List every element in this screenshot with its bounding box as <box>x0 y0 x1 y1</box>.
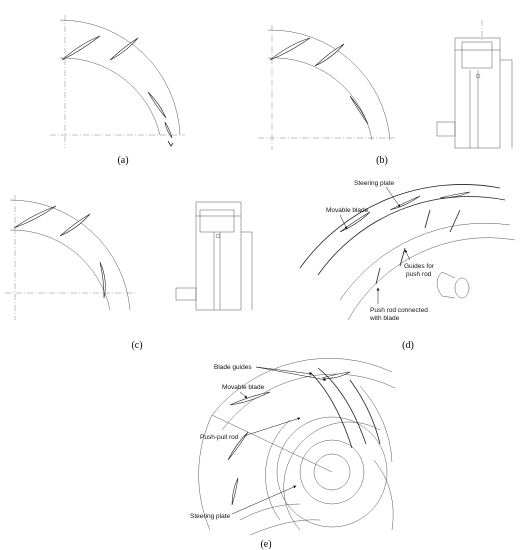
leader-movable-blade <box>239 391 248 399</box>
side-section <box>175 201 253 311</box>
guide-slot <box>239 503 301 521</box>
panel-e: Blade guides Movable blade Push-pull rod… <box>190 358 396 550</box>
label-push-rod: Push rod connected with blade <box>369 307 430 322</box>
ring-edge <box>347 237 516 321</box>
label-movable-blade: Movable blade <box>326 207 369 214</box>
label-push-pull-rod: Push-pull rod <box>200 434 239 441</box>
pointer-mark <box>167 140 174 147</box>
leader-blade-guides-2 <box>255 366 327 382</box>
guide-rod <box>375 267 381 285</box>
movable-blade <box>229 391 271 406</box>
leader-blade-guides <box>255 366 313 376</box>
movable-blade <box>109 37 139 61</box>
movable-blade <box>269 37 311 61</box>
casing-arc <box>198 414 213 531</box>
leader-steering-plate <box>385 186 401 208</box>
guide-cylinder-icon <box>436 271 470 299</box>
hub-outer <box>276 416 388 528</box>
guide-slot <box>249 519 321 536</box>
panel-label-e: (e) <box>260 539 271 550</box>
movable-blade <box>61 35 101 61</box>
leader-movable-blade <box>339 214 348 230</box>
movable-blade <box>231 477 239 506</box>
panel-label-a: (a) <box>117 155 128 166</box>
guide-rod <box>399 247 406 267</box>
inner-arc <box>59 57 161 136</box>
inner-arc <box>9 229 111 311</box>
hub-arc <box>265 419 291 521</box>
panel-a: (a) <box>50 15 185 166</box>
movable-blade <box>349 95 369 125</box>
guide-rod <box>449 209 461 233</box>
casing-arc <box>211 358 393 416</box>
outer-arc <box>267 29 391 141</box>
movable-blade <box>13 205 57 229</box>
ring-edge <box>339 222 511 301</box>
movable-blade <box>339 211 371 233</box>
guide-slot <box>373 459 394 531</box>
side-section <box>436 20 513 149</box>
outer-arc <box>9 199 131 311</box>
casing-arc <box>221 373 396 431</box>
leader-guides <box>404 249 411 261</box>
ring-outer <box>299 184 501 269</box>
panel-label-b: (b) <box>376 155 388 166</box>
label-steering-plate: Steering plate <box>354 180 394 187</box>
movable-blade <box>164 121 173 139</box>
movable-blade <box>439 191 471 199</box>
leader-steering-plate <box>231 485 297 515</box>
panel-b: (b) <box>258 20 513 166</box>
label-blade-guides: Blade guides <box>214 364 252 371</box>
movable-blade <box>314 43 345 67</box>
guide-slot <box>349 379 381 445</box>
movable-blade <box>99 261 106 299</box>
guide-slot <box>309 371 353 449</box>
movable-blade <box>321 371 351 379</box>
panel-c: (c) <box>5 195 253 351</box>
guide-slot <box>359 385 393 463</box>
panel-d: Steering plate Movable blade Guides for … <box>299 180 516 351</box>
label-steering-plate: Steering plate <box>190 513 230 520</box>
label-guides: Guides for push rod <box>404 263 436 278</box>
outer-arc <box>59 19 181 136</box>
hub-inner <box>313 453 351 491</box>
panel-label-d: (d) <box>402 340 414 351</box>
ring-inner <box>317 196 506 276</box>
guide-rod <box>424 209 431 229</box>
hub-arc <box>283 421 381 531</box>
reference-line <box>211 414 333 473</box>
movable-blade <box>59 213 91 237</box>
leader-push-pull-rod <box>243 417 301 437</box>
panel-label-c: (c) <box>131 340 142 351</box>
inner-arc <box>267 57 373 141</box>
label-movable-blade: Movable blade <box>222 384 265 391</box>
movable-blade <box>147 91 167 119</box>
guide-slot <box>317 367 367 445</box>
hub-middle <box>299 439 365 505</box>
